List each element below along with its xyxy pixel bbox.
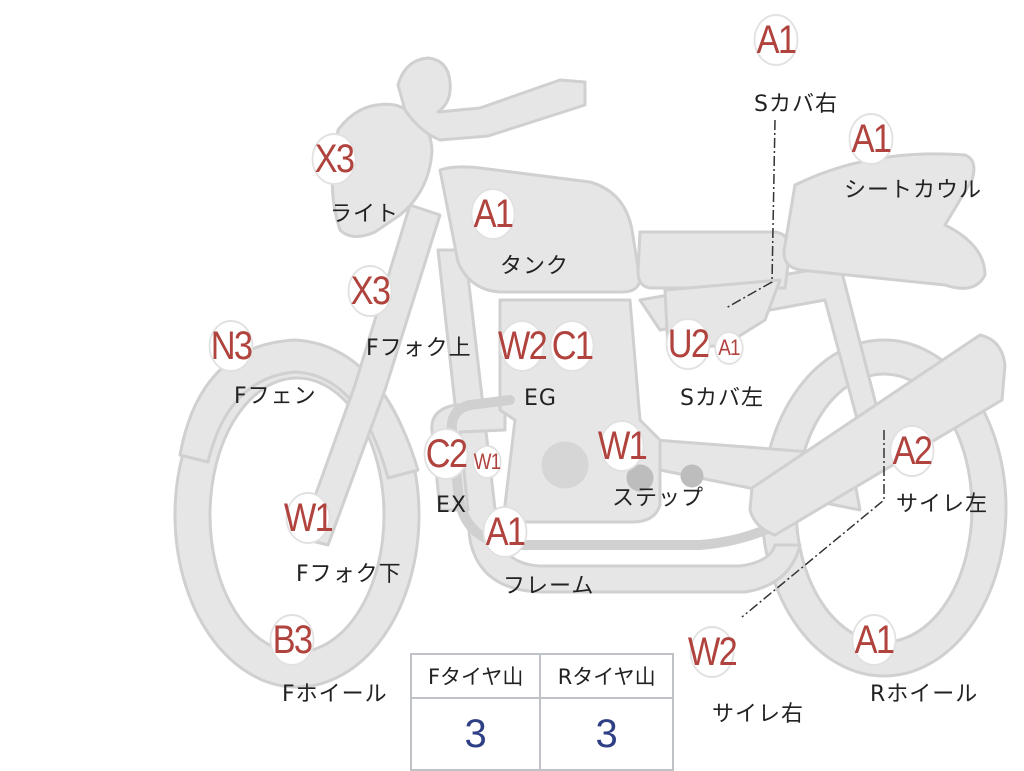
exhaust-code-badge: C2 — [423, 428, 469, 480]
step-code-badge: W1 — [598, 420, 648, 472]
front-fork-shape — [298, 203, 442, 547]
silencer-shape — [748, 333, 1007, 537]
light-code-badge: X3 — [311, 133, 357, 185]
handlebar-shape — [396, 56, 587, 142]
front-wheel-label: Fホイール — [282, 682, 388, 707]
step-label: ステップ — [612, 486, 705, 511]
tire-tread-table: Fタイヤ山 Rタイヤ山 3 3 — [409, 653, 674, 771]
s-cover-left-label: Sカバ左 — [680, 386, 764, 411]
tank-code-badge: A1 — [470, 188, 516, 240]
silencer-left-label: サイレ左 — [896, 492, 989, 517]
engine-label: EG — [524, 386, 557, 411]
front-tire-value: 3 — [409, 697, 542, 771]
engine-cover — [541, 441, 589, 489]
seat-cowl-code-badge: A1 — [848, 113, 894, 165]
rear-wheel-code-badge: A1 — [851, 614, 897, 666]
seat-shape — [636, 230, 792, 290]
front-fork-lower-code-badge: W1 — [284, 492, 334, 544]
front-fork-lower-label: Fフォク下 — [296, 562, 402, 587]
exhaust-label: EX — [436, 493, 467, 518]
silencer-right-code-badge: W2 — [688, 626, 738, 678]
rear-wheel-shape — [760, 338, 1008, 678]
seat-cowl-shape — [782, 152, 987, 290]
exhaust-code2-badge: W1 — [472, 445, 502, 479]
front-fender-code-badge: N3 — [208, 320, 254, 372]
front-fork-upper-label: Fフォク上 — [366, 336, 472, 361]
silencer-left-code-badge: A2 — [889, 425, 935, 477]
front-fender-label: Fフェン — [234, 384, 317, 409]
engine-code-badge: W2 — [498, 320, 548, 372]
frame-code-badge: A1 — [482, 506, 528, 558]
tank-label: タンク — [500, 254, 570, 279]
engine-code2-badge: C1 — [549, 320, 595, 372]
frame-shape — [436, 248, 802, 594]
tire-table-value-row: 3 3 — [409, 697, 674, 771]
silencer-right-label: サイレ右 — [712, 702, 805, 727]
tire-table-header-row: Fタイヤ山 Rタイヤ山 — [409, 653, 674, 699]
rear-wheel-label: Rホイール — [870, 682, 979, 707]
leader-s-cover-right — [725, 119, 776, 309]
light-label: ライト — [330, 202, 400, 227]
s-cover-left-code2-badge: A1 — [714, 331, 744, 365]
frame-label: フレーム — [503, 574, 595, 599]
front-wheel-code-badge: B3 — [269, 614, 315, 666]
leader-lines — [725, 119, 885, 618]
seat-cowl-label: シートカウル — [844, 178, 983, 203]
s-cover-left-code-badge: U2 — [665, 318, 711, 370]
rear-tire-value: 3 — [539, 697, 674, 771]
rear-tire-header: Rタイヤ山 — [539, 653, 674, 699]
exhaust-pipe-shape — [446, 395, 805, 550]
headlight-shape — [330, 102, 434, 238]
front-tire-header: Fタイヤ山 — [409, 653, 542, 699]
leader-silencer — [741, 430, 885, 618]
s-cover-right-code-badge: A1 — [753, 14, 799, 66]
step-peg-right — [680, 464, 704, 488]
s-cover-right-label: Sカバ右 — [754, 92, 838, 117]
front-fork-upper-code-badge: X3 — [347, 265, 393, 317]
